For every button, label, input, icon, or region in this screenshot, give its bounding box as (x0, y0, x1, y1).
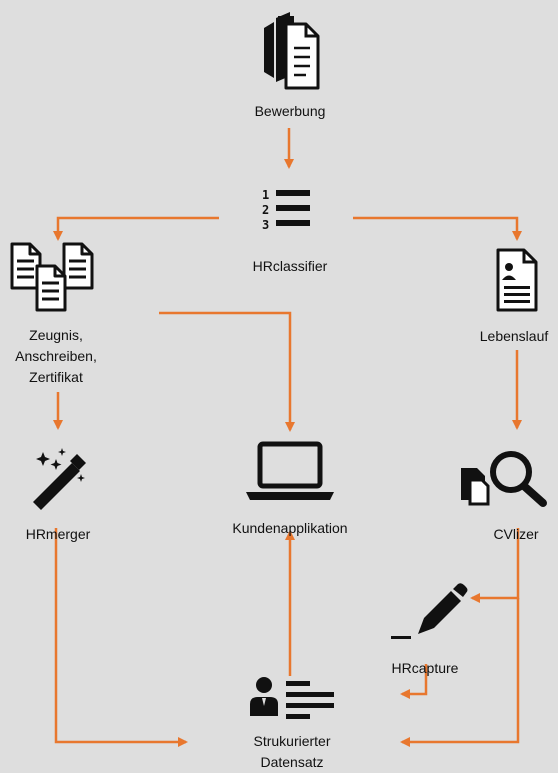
arrow-hrmerger-to-datensatz (54, 528, 188, 747)
zeugnis-label-line-3: Zertifikat (29, 369, 83, 385)
laptop-icon (246, 441, 334, 500)
numbered-list-icon: 1 2 3 (262, 188, 310, 232)
kundenapplikation-label: Kundenapplikation (232, 518, 347, 539)
arrow-hrclassifier-to-lebenslauf (353, 216, 522, 241)
lebenslauf-label-text: Lebenslauf (479, 328, 549, 344)
cvlizer-label-text: CVlizer (493, 526, 539, 542)
hrclassifier-label: HRclassifier (253, 256, 328, 277)
datensatz-label-line-2: Datensatz (260, 754, 324, 770)
bewerbung-label-text: Bewerbung (254, 103, 326, 119)
bewerbung-label: Bewerbung (255, 101, 326, 122)
arrow-cvlizer-to-datensatz (400, 598, 520, 747)
hrcapture-label: HRcapture (392, 658, 459, 679)
documents-stack-icon (264, 12, 320, 90)
hrcapture-label-text: HRcapture (391, 660, 459, 676)
zeugnis-label-line-1: Zeugnis, (29, 327, 83, 343)
lebenslauf-label: Lebenslauf (480, 326, 549, 347)
arrow-zeugnis-to-kundenapplikation (159, 311, 295, 432)
zeugnis-label: Zeugnis, Anschreiben, Zertifikat (15, 325, 97, 388)
datensatz-label: Strukurierter Datensatz (253, 731, 330, 773)
document-search-icon (461, 451, 547, 507)
svg-text:1: 1 (262, 188, 269, 202)
arrow-hrcapture-to-datensatz (400, 664, 428, 699)
arrow-hrclassifier-to-zeugnis (53, 216, 219, 241)
svg-text:2: 2 (262, 203, 269, 217)
magic-wand-icon (33, 448, 86, 510)
svg-text:3: 3 (262, 218, 269, 232)
resume-document-icon (496, 248, 538, 312)
hrmerger-label: HRmerger (26, 524, 91, 545)
hrmerger-label-text: HRmerger (25, 526, 91, 542)
cvlizer-label: CVlizer (493, 524, 538, 545)
pen-signature-icon (391, 583, 468, 639)
multiple-documents-icon (10, 242, 94, 312)
datensatz-label-line-1: Strukurierter (253, 733, 331, 749)
zeugnis-label-line-2: Anschreiben, (15, 348, 97, 364)
hrclassifier-label-text: HRclassifier (252, 258, 328, 274)
kundenapplikation-label-text: Kundenapplikation (232, 520, 348, 536)
person-record-icon (250, 677, 334, 719)
